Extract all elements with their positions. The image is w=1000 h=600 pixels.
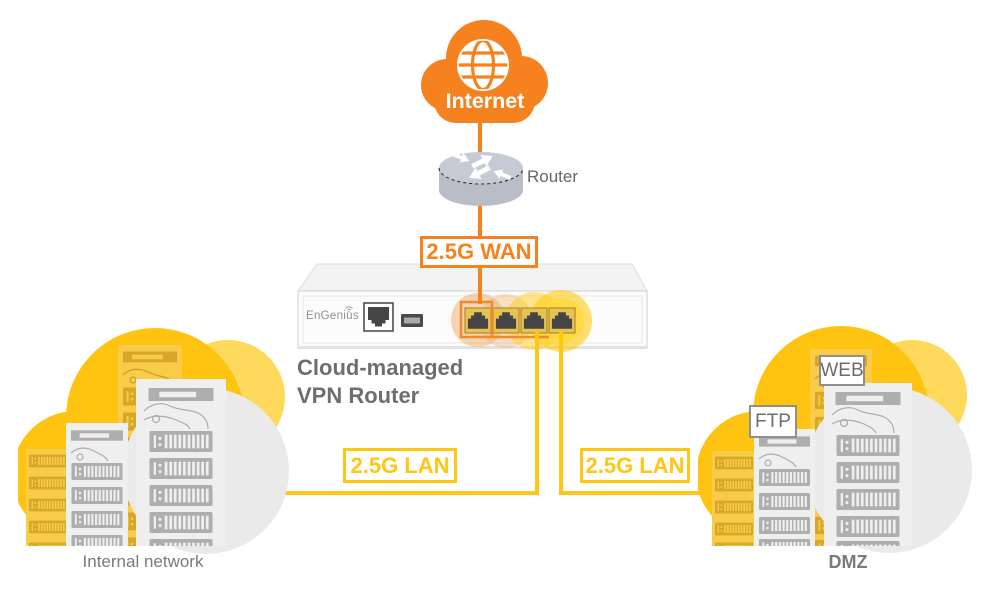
- globe-icon: [457, 39, 509, 91]
- internal-network-cloud: [18, 328, 289, 554]
- dmz-cloud: [698, 326, 972, 553]
- console-port: [363, 302, 394, 332]
- wifi-icon: [345, 306, 353, 313]
- device-caption-line1: Cloud-managed: [297, 355, 464, 380]
- lan-right-line-horizontal: [559, 491, 706, 495]
- server-tower: [26, 449, 70, 546]
- lan-port-2: [492, 307, 520, 334]
- lan-badge-right: 2.5G LAN: [580, 448, 690, 483]
- server-tower: [712, 451, 756, 546]
- device-caption-line2: VPN Router: [297, 383, 420, 408]
- ftp-server-badge: FTP: [749, 405, 797, 438]
- wan-badge: 2.5G WAN: [420, 236, 538, 268]
- lan-right-line-vertical: [559, 331, 563, 495]
- lan-left-line-horizontal: [282, 491, 539, 495]
- internet-label: Internet: [445, 89, 525, 113]
- router-label: Router: [527, 167, 579, 186]
- router-icon: [438, 149, 524, 206]
- device-brand-logo: EnGenius: [306, 310, 359, 322]
- internet-cloud: [421, 20, 548, 123]
- lan-port-3: [520, 307, 548, 334]
- dmz-label: DMZ: [828, 552, 868, 572]
- wan-drop-line: [478, 266, 482, 304]
- web-server-badge: WEB: [819, 355, 865, 386]
- lan-badge-left: 2.5G LAN: [343, 448, 457, 483]
- vpn-router-device: [297, 263, 648, 352]
- device-caption: Cloud-managed VPN Router: [297, 354, 463, 410]
- server-tower: [136, 379, 226, 546]
- server-tower: [754, 429, 815, 546]
- internal-network-label: Internal network: [82, 552, 204, 571]
- server-tower: [66, 423, 128, 546]
- lan-port-4: [548, 307, 576, 334]
- device-top-face: [297, 263, 648, 292]
- server-tower: [824, 383, 912, 546]
- lan-left-line-vertical: [535, 331, 539, 495]
- wan-port-highlight: [459, 300, 549, 339]
- cloud-shape: [421, 20, 548, 123]
- usb-port: [401, 314, 423, 327]
- wan-port: [464, 307, 492, 334]
